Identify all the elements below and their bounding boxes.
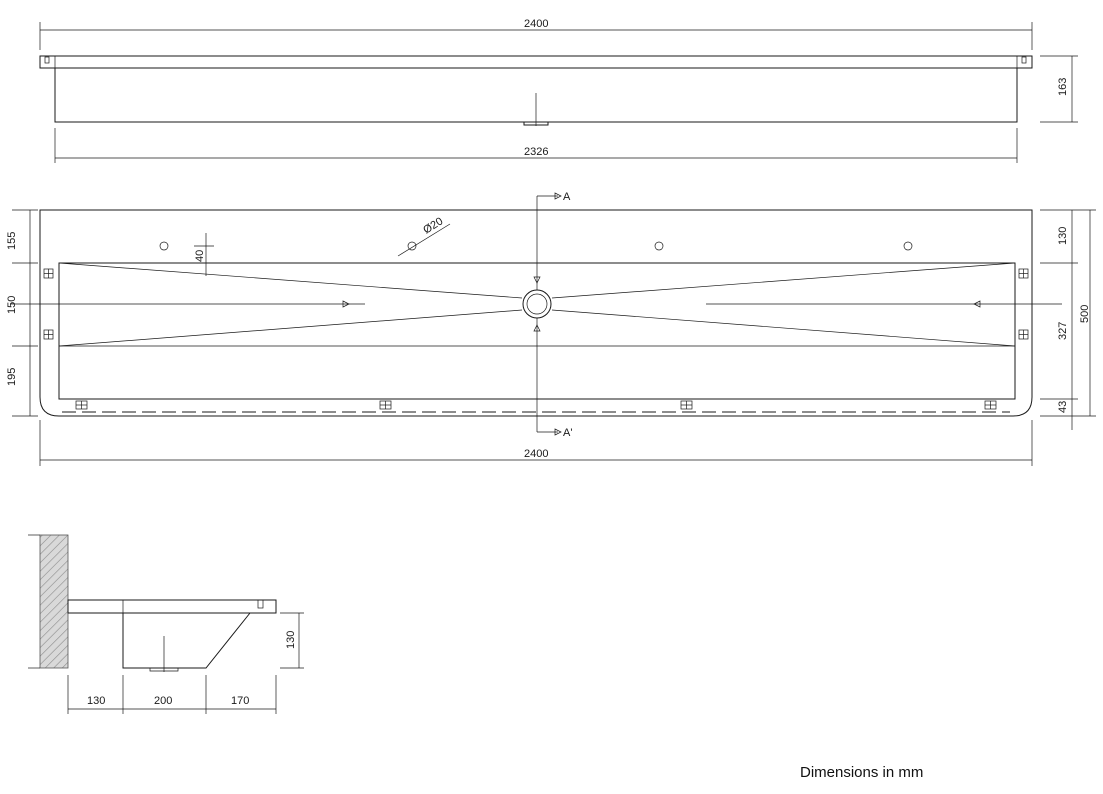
hole-offset-label: 40 <box>194 250 206 262</box>
section-dim-2: 200 <box>154 695 172 707</box>
depth-total-label: 500 <box>1079 305 1091 323</box>
section-a-label: A <box>563 191 571 203</box>
plan-view: Ø20 40 A A' 155 <box>6 191 1096 466</box>
left-dim-1: 155 <box>6 232 18 250</box>
hole-diameter-label: Ø20 <box>421 215 445 236</box>
right-dim-3: 43 <box>1057 401 1069 413</box>
section-height-label: 130 <box>285 631 297 649</box>
section-dim-1: 130 <box>87 695 105 707</box>
right-dim-1: 130 <box>1057 227 1069 245</box>
front-width-overall-label: 2400 <box>524 18 548 30</box>
front-width-inner-label: 2326 <box>524 146 548 158</box>
units-caption: Dimensions in mm <box>800 764 924 781</box>
plan-width-overall-label: 2400 <box>524 448 548 460</box>
section-view: 130 130 200 170 <box>28 534 304 714</box>
left-dim-2: 150 <box>6 296 18 314</box>
front-height-label: 163 <box>1057 78 1069 96</box>
bracket-icon <box>43 268 1029 410</box>
right-dim-2: 327 <box>1057 322 1069 340</box>
section-a-prime-label: A' <box>563 427 572 439</box>
left-dim-3: 195 <box>6 368 18 386</box>
front-view: 2400 163 2326 <box>39 18 1078 163</box>
section-dim-3: 170 <box>231 695 249 707</box>
wall-hatch <box>39 534 69 669</box>
